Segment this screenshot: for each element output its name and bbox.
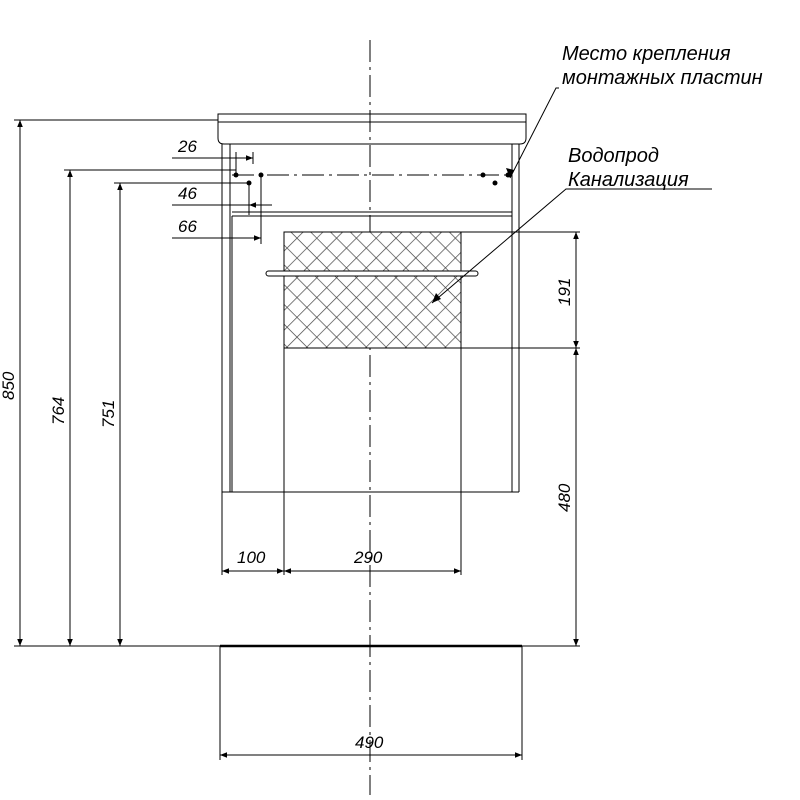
cabinet-body bbox=[221, 144, 520, 493]
callout-water-sewer: Водопрод Канализация bbox=[431, 145, 712, 304]
countertop bbox=[217, 113, 527, 145]
callout-mounting-plates: Место крепления монтажных пластин bbox=[506, 43, 763, 179]
dimension-26-label: 26 bbox=[177, 137, 197, 156]
dimension-490: 490 bbox=[220, 733, 522, 758]
dimension-751: 751 bbox=[99, 183, 123, 646]
drawer-handle bbox=[265, 270, 479, 277]
dimension-850-label: 850 bbox=[0, 371, 18, 400]
mounting-points bbox=[233, 172, 511, 186]
callout-mounting-line2: монтажных пластин bbox=[562, 67, 763, 89]
dimension-46: 46 bbox=[172, 183, 272, 215]
dimension-850: 850 bbox=[0, 120, 23, 646]
callout-sewer-label: Канализация bbox=[568, 169, 689, 191]
dimension-290: 290 bbox=[284, 548, 461, 574]
dimension-66: 66 bbox=[172, 175, 262, 244]
dimension-100-label: 100 bbox=[237, 548, 266, 567]
utility-zone-hatch bbox=[283, 231, 462, 349]
dimension-480-label: 480 bbox=[555, 483, 574, 512]
dimension-290-label: 290 bbox=[353, 548, 383, 567]
dimension-46-label: 46 bbox=[178, 184, 197, 203]
dimension-480: 480 bbox=[555, 348, 579, 646]
dimension-66-label: 66 bbox=[178, 217, 197, 236]
dimension-100: 100 bbox=[222, 548, 284, 574]
callout-water-label: Водопрод bbox=[568, 145, 659, 167]
dimension-764: 764 bbox=[49, 170, 73, 646]
dimension-191: 191 bbox=[555, 232, 579, 348]
dimension-751-label: 751 bbox=[99, 400, 118, 428]
dimension-26: 26 bbox=[172, 137, 254, 175]
dimension-490-label: 490 bbox=[355, 733, 384, 752]
callout-mounting-line1: Место крепления bbox=[562, 43, 731, 65]
dimension-191-label: 191 bbox=[555, 278, 574, 306]
dimension-764-label: 764 bbox=[49, 397, 68, 425]
